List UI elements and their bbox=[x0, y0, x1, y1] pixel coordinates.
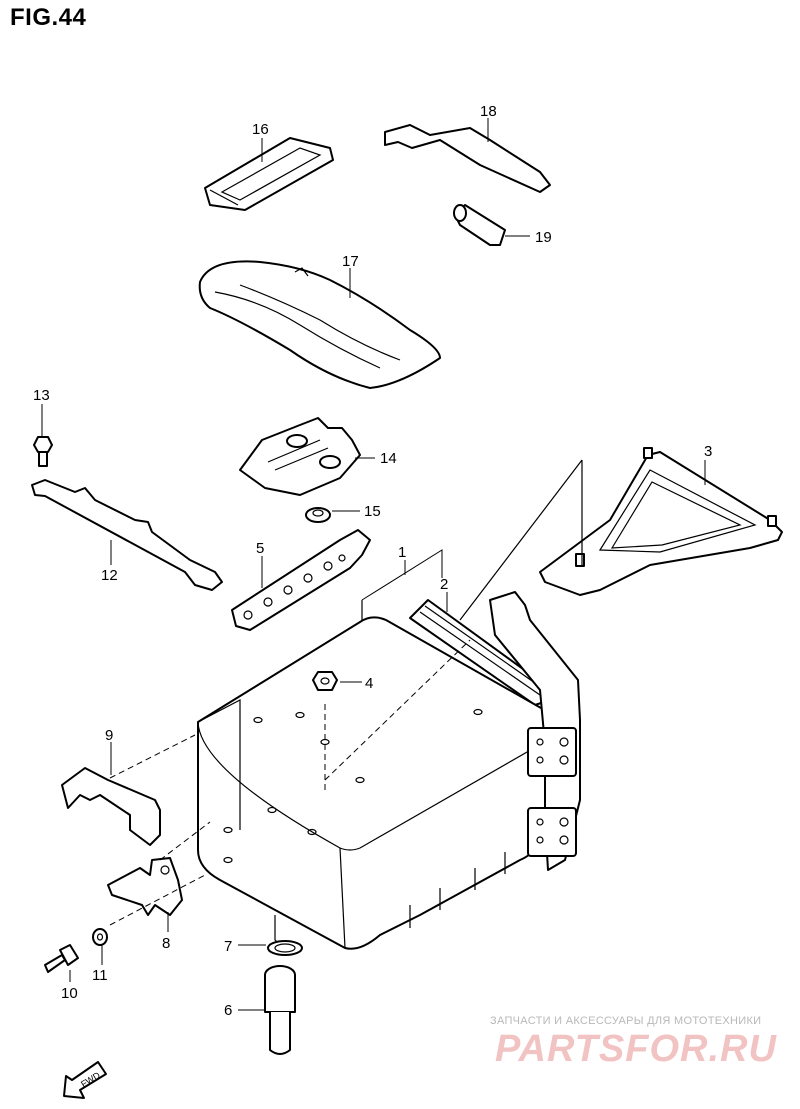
part-4-nut[interactable] bbox=[312, 671, 338, 691]
part-1-tank[interactable] bbox=[197, 591, 581, 950]
part-19-socket[interactable] bbox=[453, 204, 506, 246]
part-13-bolt[interactable] bbox=[33, 436, 53, 467]
part-17-tool-bag[interactable] bbox=[198, 260, 441, 389]
callout-17[interactable]: 17 bbox=[342, 253, 359, 270]
callout-9[interactable]: 9 bbox=[105, 727, 113, 744]
watermark-logo: PARTSFOR.RU bbox=[495, 1028, 777, 1070]
part-15-nut[interactable] bbox=[305, 507, 331, 523]
callout-4[interactable]: 4 bbox=[365, 675, 373, 692]
callout-11[interactable]: 11 bbox=[92, 967, 108, 984]
part-14-plate[interactable] bbox=[239, 417, 361, 496]
callout-6[interactable]: 6 bbox=[224, 1002, 232, 1019]
callout-16[interactable]: 16 bbox=[252, 121, 269, 138]
part-8-clamp[interactable] bbox=[107, 857, 183, 916]
part-3-frame[interactable] bbox=[539, 447, 783, 596]
watermark-tagline: ЗАПЧАСТИ И АКСЕССУАРЫ ДЛЯ МОТОТЕХНИКИ bbox=[490, 1015, 762, 1027]
fwd-arrow-icon: FWD bbox=[63, 1061, 107, 1099]
part-12-stay-bar[interactable] bbox=[31, 479, 223, 591]
callout-labels: 16 18 19 17 13 14 3 15 5 1 12 2 4 9 7 8 … bbox=[33, 103, 712, 1019]
part-11-washer[interactable] bbox=[92, 928, 108, 946]
callout-7[interactable]: 7 bbox=[224, 938, 232, 955]
callout-18[interactable]: 18 bbox=[480, 103, 497, 120]
callout-13[interactable]: 13 bbox=[33, 387, 50, 404]
callout-14[interactable]: 14 bbox=[380, 450, 397, 467]
part-9-bracket[interactable] bbox=[61, 767, 161, 846]
callout-5[interactable]: 5 bbox=[256, 540, 264, 557]
callout-15[interactable]: 15 bbox=[364, 503, 381, 520]
callout-8[interactable]: 8 bbox=[162, 935, 170, 952]
part-18-wrench[interactable] bbox=[384, 124, 551, 193]
part-16-strap[interactable] bbox=[204, 137, 334, 211]
part-10-pin[interactable] bbox=[44, 944, 79, 973]
leader-lines bbox=[41, 118, 706, 1011]
figure-title: FIG.44 bbox=[10, 4, 87, 31]
callout-3[interactable]: 3 bbox=[704, 443, 712, 460]
part-5-bracket[interactable] bbox=[231, 529, 371, 631]
callout-19[interactable]: 19 bbox=[535, 229, 552, 246]
callout-10[interactable]: 10 bbox=[61, 985, 78, 1002]
callout-12[interactable]: 12 bbox=[101, 567, 118, 584]
callout-2[interactable]: 2 bbox=[440, 576, 448, 593]
part-6-fitting[interactable] bbox=[264, 965, 296, 1055]
callout-1[interactable]: 1 bbox=[398, 544, 406, 561]
part-7-oring[interactable] bbox=[267, 940, 303, 956]
